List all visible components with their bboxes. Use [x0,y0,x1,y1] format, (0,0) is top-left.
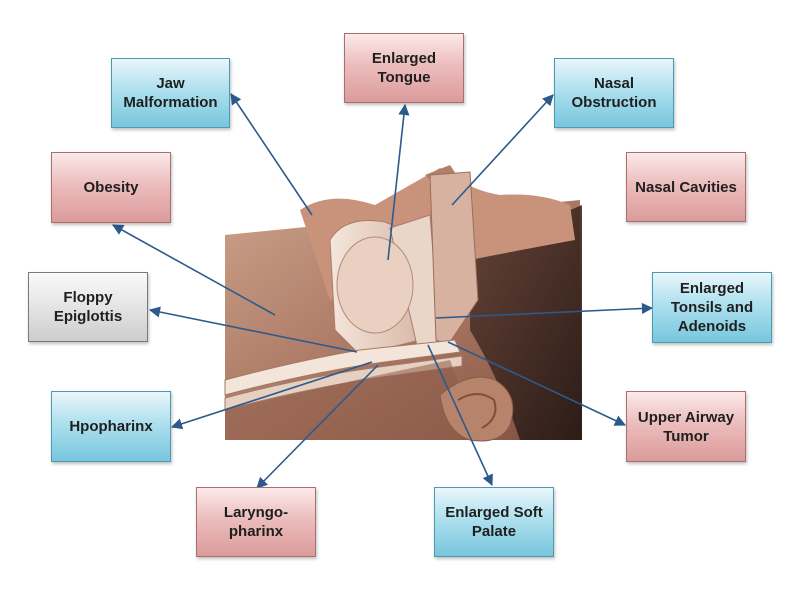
arrow-enlarged-tonsils [435,302,654,319]
head-cutaway-illustration [224,165,582,442]
arrows [112,93,654,489]
label-enlarged-tonsils-and-adenoids: Enlarged Tonsils and Adenoids [652,272,772,343]
label-hypopharynx: Hpopharinx [51,391,171,462]
label-obesity: Obesity [51,152,171,223]
label-nasal-cavities: Nasal Cavities [626,152,746,222]
arrow-obesity [112,224,276,316]
arrow-upper-airway-tumor [447,341,627,426]
label-enlarged-soft-palate: Enlarged Soft Palate [434,487,554,557]
label-upper-airway-tumor: Upper Airway Tumor [626,391,746,462]
arrow-floppy-epiglottis [148,306,358,353]
arrow-enlarged-tongue [387,103,410,261]
label-enlarged-tongue: Enlarged Tongue [344,33,464,103]
arrow-jaw-malformation [230,93,313,216]
arrow-nasal-obstruction [451,94,554,206]
arrow-enlarged-soft-palate [427,344,493,487]
label-floppy-epiglottis: Floppy Epiglottis [28,272,148,342]
arrow-hypopharynx [170,361,373,430]
label-nasal-obstruction: Nasal Obstruction [554,58,674,128]
arrow-laryngopharynx [256,364,379,489]
label-laryngopharynx: Laryngo- pharinx [196,487,316,557]
label-jaw-malformation: Jaw Malformation [111,58,230,128]
